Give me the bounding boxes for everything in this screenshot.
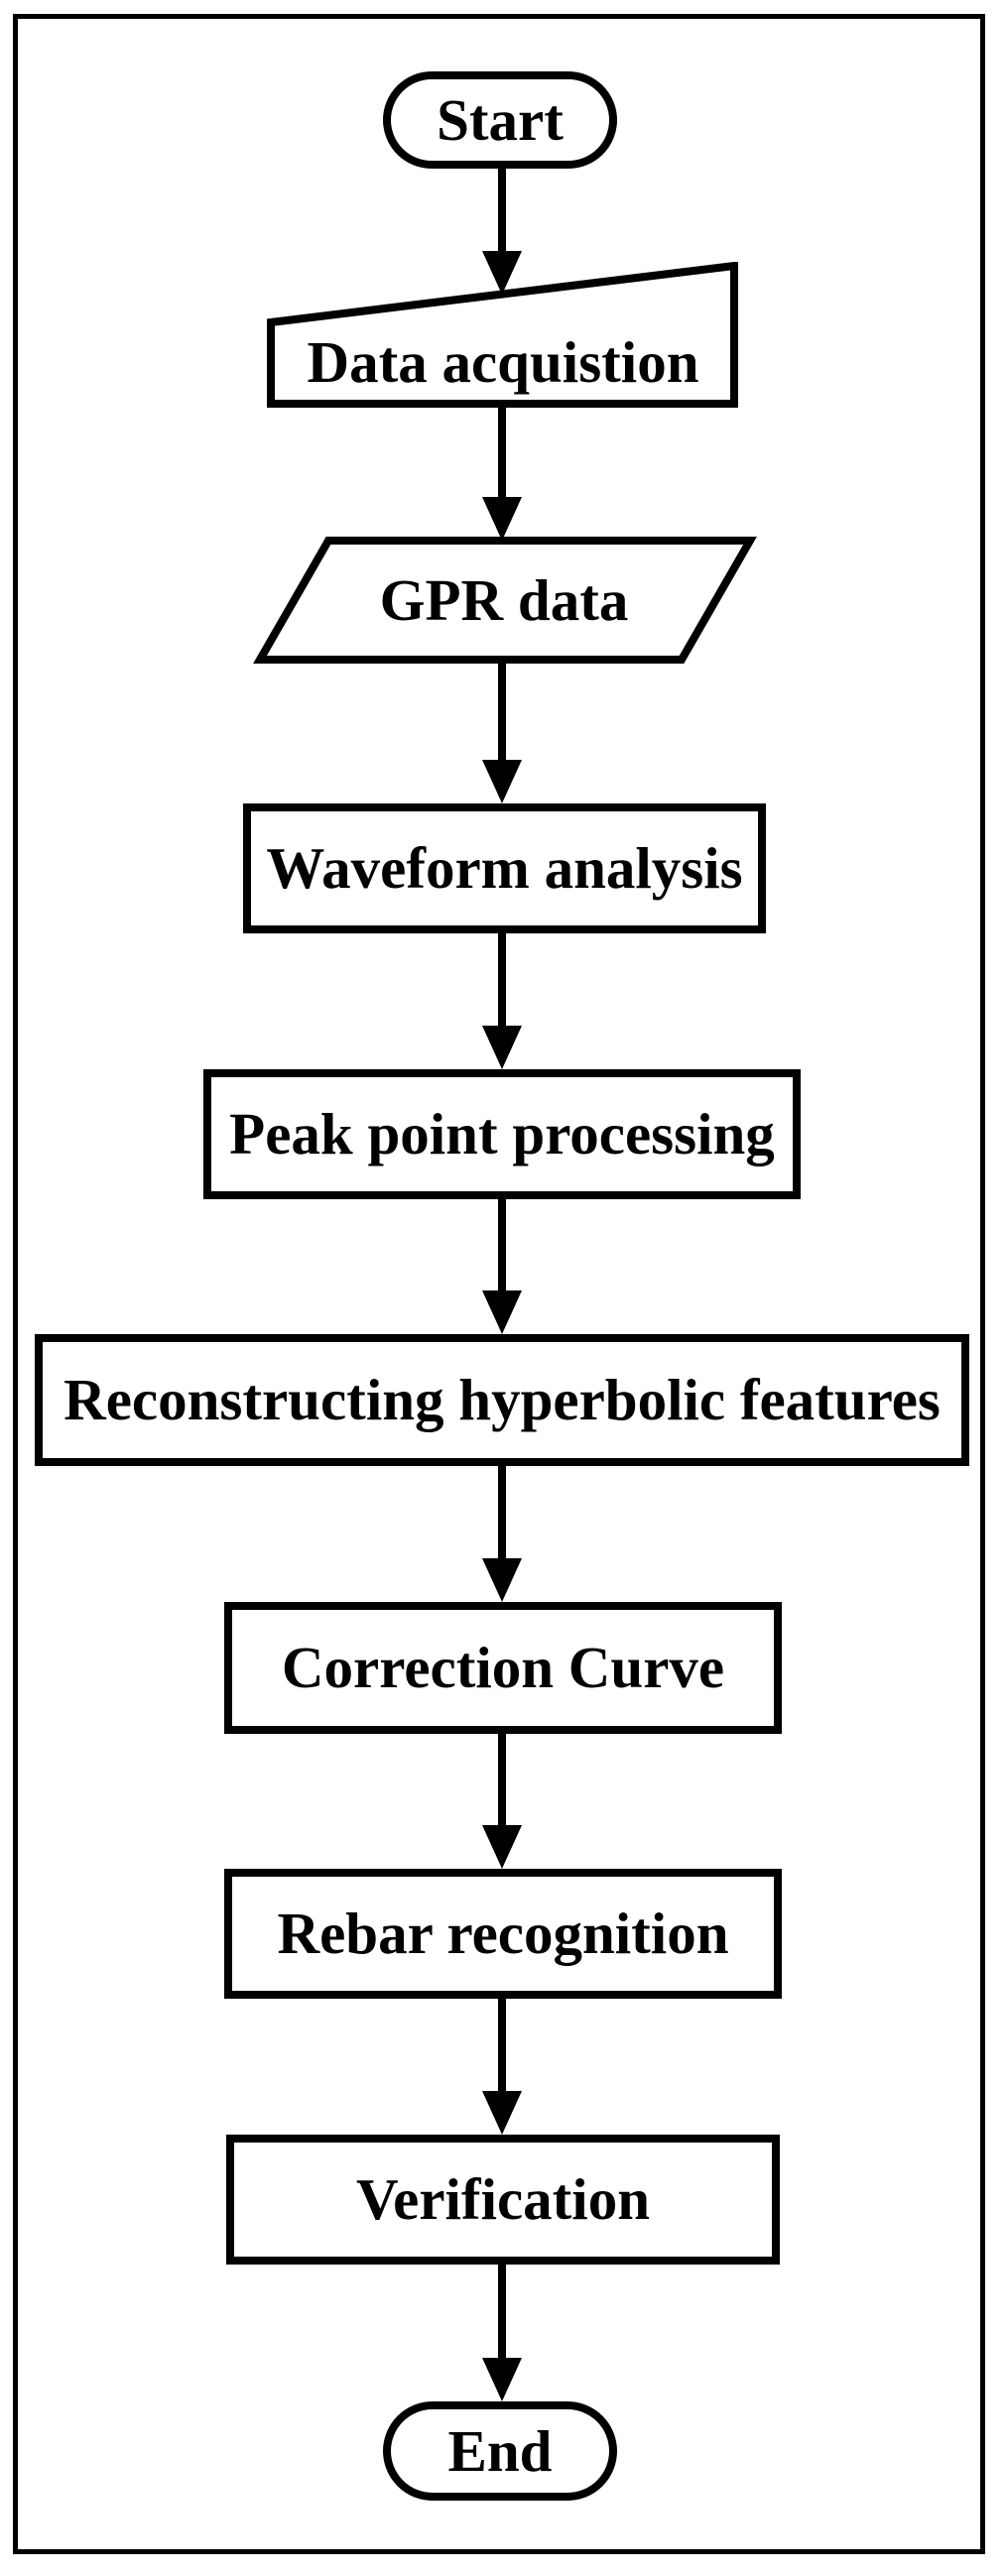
rebar-recognition-label: Rebar recognition (277, 1901, 729, 1966)
start-label: Start (437, 86, 564, 153)
arrow-shaft (498, 1466, 506, 1564)
arrow-shaft (498, 933, 506, 1032)
connector-arrow-3 (480, 660, 524, 803)
end-label: End (447, 2417, 553, 2484)
flow-node-reconstructing-hyperbolic-features: Reconstructing hyperbolic features (35, 1334, 969, 1466)
flow-node-verification: Verification (226, 2135, 780, 2265)
connector-arrow-5 (480, 1199, 524, 1334)
arrow-down-head-icon (482, 2091, 522, 2135)
arrow-down-head-icon (482, 1558, 522, 1602)
connector-arrow-7 (480, 1734, 524, 1869)
arrow-down-head-icon (482, 1026, 522, 1069)
waveform-analysis-label: Waveform analysis (266, 835, 743, 901)
reconstructing-hyperbolic-features-label: Reconstructing hyperbolic features (63, 1367, 941, 1432)
arrow-shaft (498, 1999, 506, 2097)
arrow-shaft (498, 404, 506, 503)
flow-node-end: End (383, 2401, 617, 2501)
arrow-shaft (498, 169, 506, 257)
connector-arrow-8 (480, 1999, 524, 2135)
gpr-data-label: GPR data (379, 566, 629, 633)
connector-arrow-4 (480, 933, 524, 1069)
flow-node-gpr-data-shape (253, 537, 757, 664)
flow-node-waveform-analysis: Waveform analysis (243, 803, 766, 933)
connector-arrow-2 (480, 404, 524, 541)
flow-node-gpr-data: GPR data (260, 541, 748, 660)
arrow-down-head-icon (482, 2358, 522, 2401)
arrow-down-head-icon (482, 497, 522, 541)
arrow-shaft (498, 1734, 506, 1831)
arrow-shaft (498, 1199, 506, 1296)
arrow-down-head-icon (482, 760, 522, 803)
verification-label: Verification (355, 2166, 651, 2232)
arrow-shaft (498, 660, 506, 766)
arrow-down-head-icon (482, 1825, 522, 1869)
connector-arrow-1 (480, 169, 524, 295)
data-acquisition-label: Data acquistion (307, 328, 699, 395)
flow-node-rebar-recognition: Rebar recognition (224, 1869, 782, 1999)
arrow-down-head-icon (482, 1290, 522, 1334)
connector-arrow-9 (480, 2265, 524, 2401)
peak-point-processing-label: Peak point processing (229, 1101, 775, 1166)
flow-node-correction-curve: Correction Curve (224, 1602, 782, 1734)
flow-node-data-acquisition-shape (267, 262, 738, 408)
diagram-border-frame (13, 14, 985, 2554)
arrow-down-head-icon (482, 251, 522, 295)
flow-node-start: Start (383, 71, 617, 169)
correction-curve-label: Correction Curve (281, 1635, 725, 1700)
flow-node-peak-point-processing: Peak point processing (203, 1069, 801, 1199)
flow-node-data-acquisition: Data acquistion (275, 320, 731, 404)
connector-arrow-6 (480, 1466, 524, 1602)
arrow-shaft (498, 2265, 506, 2364)
